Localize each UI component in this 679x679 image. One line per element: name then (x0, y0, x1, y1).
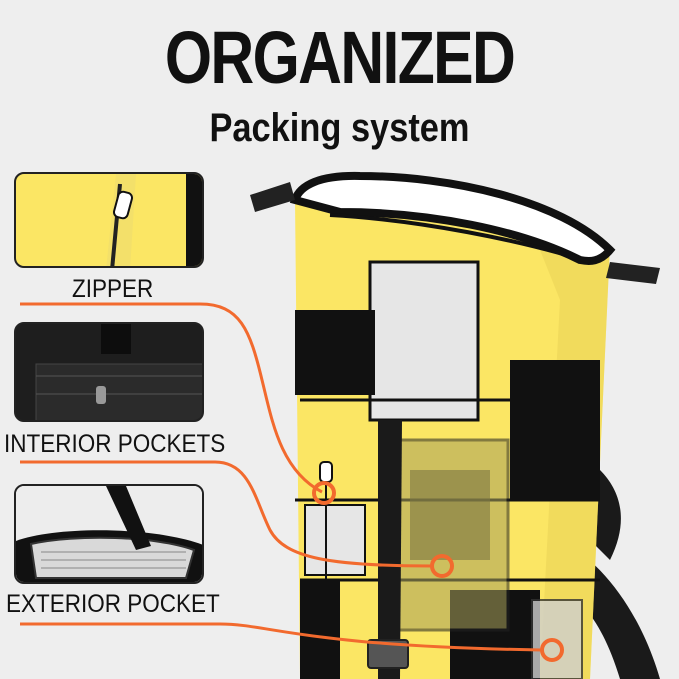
interior-pockets-closeup-image (16, 324, 202, 420)
exterior-pocket-label: EXTERIOR POCKET (6, 590, 220, 618)
zipper-callout-line (20, 302, 323, 494)
interior-pockets-label: INTERIOR POCKETS (4, 430, 226, 458)
zipper-closeup-image (106, 174, 202, 266)
exterior-pocket-thumbnail (14, 484, 204, 584)
exterior-pocket-callout-marker (540, 638, 564, 662)
interior-pockets-callout-line (20, 460, 433, 568)
exterior-pocket-callout-line (20, 622, 543, 652)
exterior-pocket-closeup-image (16, 486, 202, 582)
zipper-label: ZIPPER (72, 275, 154, 303)
interior-pockets-callout-marker (430, 554, 454, 578)
interior-pockets-thumbnail (14, 322, 204, 422)
zipper-callout-marker (312, 481, 336, 505)
page-subtitle: Packing system (209, 106, 470, 150)
zipper-thumbnail (14, 172, 204, 268)
page-title: ORGANIZED (164, 16, 516, 99)
